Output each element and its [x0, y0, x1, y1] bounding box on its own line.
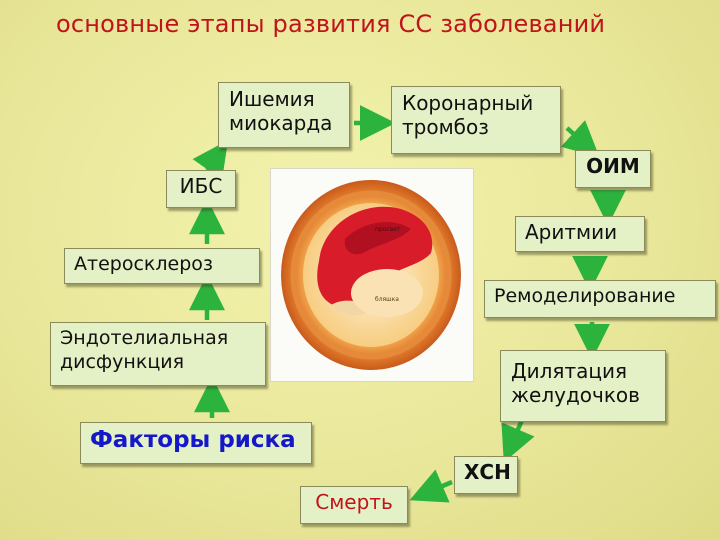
arrow-thrombosis-to-oim	[560, 120, 600, 158]
box-ibs: ИБС	[166, 170, 236, 208]
lumen-label: просвет	[375, 226, 401, 233]
box-coronary-thrombosis: Коронарный тромбоз	[391, 86, 561, 154]
box-arrhythmias-text: Аритмии	[525, 220, 618, 244]
box-oim-text: ОИМ	[586, 154, 640, 178]
arrow-chf-to-death	[409, 469, 453, 503]
artery-cross-section-image: просвет бляшка	[270, 168, 474, 382]
box-death: Смерть	[300, 486, 408, 524]
box-myocardial-ischemia-text: Ишемия миокарда	[229, 87, 333, 135]
box-arrhythmias: Аритмии	[515, 216, 645, 252]
box-death-text: Смерть	[315, 490, 393, 514]
plaque-label: бляшка	[375, 296, 399, 303]
box-endothelial-dysfunction: Эндотелиальная дисфункция	[50, 322, 266, 386]
box-ibs-text: ИБС	[179, 174, 223, 198]
box-oim: ОИМ	[575, 150, 651, 188]
box-chf-text: ХСН	[464, 460, 511, 484]
arrow-dilatation-to-chf	[501, 419, 535, 463]
arrow-ibs-to-ischemia	[192, 140, 229, 180]
box-risk-factors-text: Факторы риска	[90, 427, 296, 453]
box-chf: ХСН	[454, 456, 518, 494]
box-myocardial-ischemia: Ишемия миокарда	[218, 82, 350, 148]
box-ventricular-dilatation: Дилятация желудочков	[500, 350, 666, 422]
box-remodeling: Ремоделирование	[484, 280, 716, 318]
box-remodeling-text: Ремоделирование	[494, 285, 676, 307]
slide-title: основные этапы развития СС заболеваний	[56, 10, 606, 38]
box-risk-factors: Факторы риска	[80, 422, 312, 464]
box-endothelial-dysfunction-text: Эндотелиальная дисфункция	[60, 327, 229, 373]
box-ventricular-dilatation-text: Дилятация желудочков	[511, 359, 640, 407]
box-atherosclerosis: Атеросклероз	[64, 248, 260, 284]
box-atherosclerosis-text: Атеросклероз	[74, 253, 213, 275]
box-coronary-thrombosis-text: Коронарный тромбоз	[402, 91, 534, 139]
